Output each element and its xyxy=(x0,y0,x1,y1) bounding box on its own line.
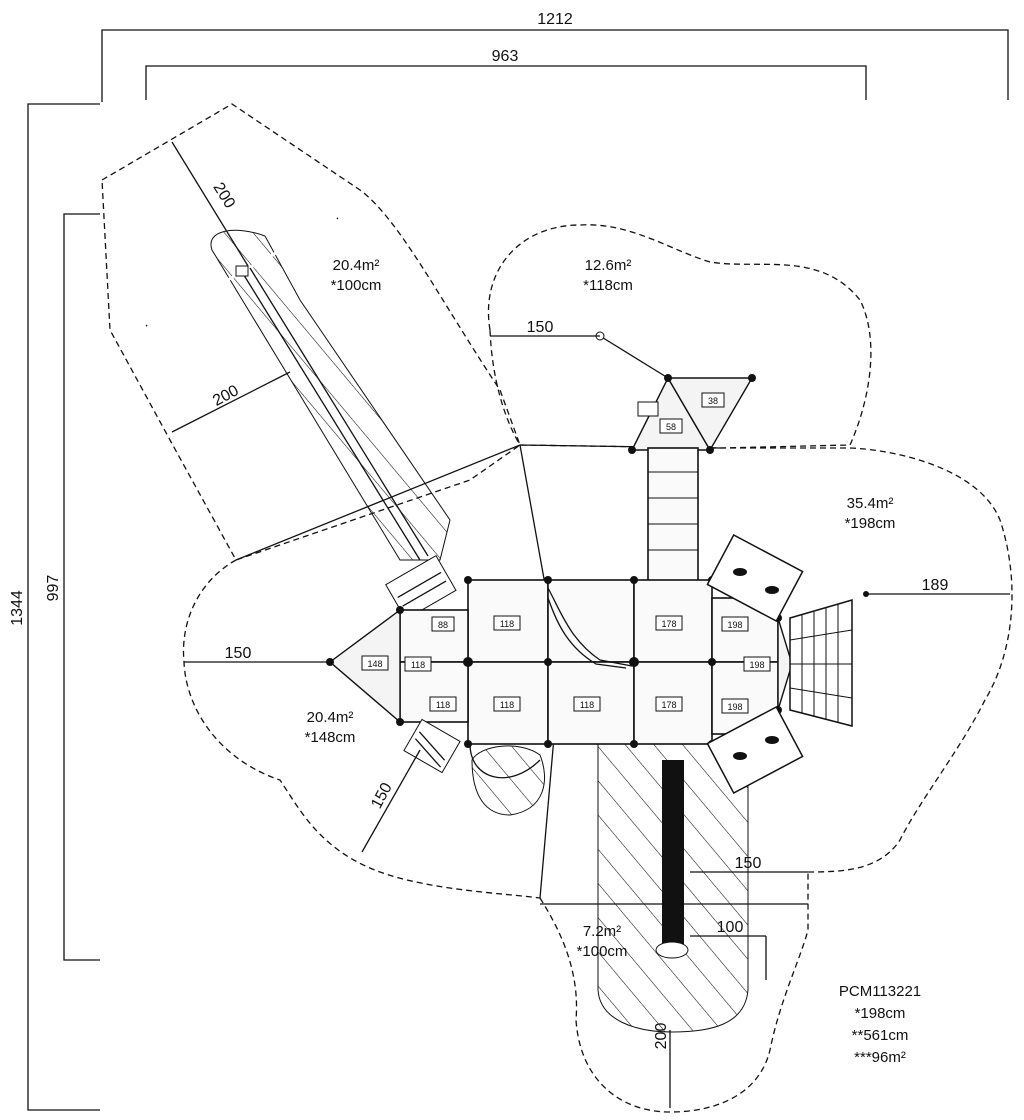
deck-h xyxy=(399,661,469,723)
small-hatch-icon xyxy=(637,401,659,417)
deck-label: 118 xyxy=(500,619,514,629)
climbing-net xyxy=(789,599,853,727)
product-area: ***96m² xyxy=(854,1049,906,1066)
slide-side-label: 150 xyxy=(735,855,762,872)
swing-pivot-icon xyxy=(235,265,249,277)
top-safety-zone xyxy=(487,224,872,449)
lower-panel xyxy=(706,705,804,795)
long-slide xyxy=(655,760,689,1108)
deck-label: 198 xyxy=(749,660,764,670)
deck-label: 148 xyxy=(367,659,382,669)
deck-label: 118 xyxy=(436,700,450,710)
swing-height: *100cm xyxy=(331,277,382,294)
deck-label-box: 118 xyxy=(493,615,521,631)
deck-label-box: 88 xyxy=(431,616,455,632)
dimension-inner-width: 963 xyxy=(145,48,867,100)
product-info: PCM113221 *198cm **561cm ***96m² xyxy=(839,983,921,1066)
slide-area-label: 7.2m² *100cm xyxy=(577,923,628,960)
top-height: *118cm xyxy=(583,277,633,294)
product-height: *198cm xyxy=(855,1005,906,1022)
small-fall-area xyxy=(471,745,546,816)
deck-label: 178 xyxy=(661,619,676,629)
slide-bottom-label: 200 xyxy=(653,1023,670,1050)
right-features xyxy=(706,533,869,795)
bottom-left-offset-label: 150 xyxy=(368,780,396,812)
swing-area: 20.4m² xyxy=(333,257,380,274)
deck-label-box: 178 xyxy=(655,696,683,712)
left-area: 20.4m² xyxy=(307,709,354,726)
swing-width-label: 200 xyxy=(210,382,242,410)
deck-label-box: 198 xyxy=(743,656,771,672)
deck-label-box: 58 xyxy=(659,418,683,434)
deck-label-box: 118 xyxy=(429,696,457,712)
left-offset-label: 150 xyxy=(225,645,252,662)
slide-safety-zone xyxy=(539,872,809,1113)
dimension-outer-width: 1212 xyxy=(101,11,1009,102)
top-right-triangle-deck xyxy=(666,377,754,452)
deck-label-box: 118 xyxy=(573,696,601,712)
deck-label-box: 198 xyxy=(721,616,749,632)
top-area-label: 12.6m² *118cm xyxy=(583,257,633,294)
slide-body xyxy=(662,760,684,950)
deck-label-box: 118 xyxy=(493,696,521,712)
top-offset-label: 150 xyxy=(527,319,554,336)
product-length: **561cm xyxy=(852,1027,909,1044)
deck-label: 198 xyxy=(727,702,742,712)
dimension-outer-height-label: 1344 xyxy=(9,590,26,626)
swing-ladder xyxy=(385,554,457,621)
swing-fall-area xyxy=(210,229,451,561)
slide-area: 7.2m² xyxy=(583,923,621,940)
deck-label: 58 xyxy=(666,422,676,432)
deck-label: 118 xyxy=(500,700,514,710)
slide-end-label: 100 xyxy=(717,919,744,936)
dimension-outer-width-label: 1212 xyxy=(537,11,573,28)
left-stairs xyxy=(403,718,461,774)
left-safety-zone xyxy=(182,559,541,899)
slide-height: *100cm xyxy=(577,943,628,960)
deck-b xyxy=(547,579,635,663)
deck-label: 198 xyxy=(727,620,742,630)
swing-length-label: 200 xyxy=(210,180,239,212)
right-height: *198cm xyxy=(845,515,896,532)
dimension-outer-height: 1344 xyxy=(9,103,100,1111)
deck-label: 88 xyxy=(438,620,448,630)
zone-offset-dims: 150 189 150 150 150 100 200 xyxy=(184,319,1010,1049)
deck-label: 118 xyxy=(580,700,594,710)
dimension-inner-height-label: 997 xyxy=(45,575,62,602)
deck-label-box: 198 xyxy=(721,698,749,714)
deck-label-box: 178 xyxy=(655,615,683,631)
right-triangle-deck xyxy=(777,617,793,711)
upper-panel xyxy=(706,533,804,623)
deck-label: 118 xyxy=(411,660,425,670)
deck-label: 178 xyxy=(661,700,676,710)
left-height: *148cm xyxy=(305,729,356,746)
deck-label: 38 xyxy=(708,396,718,406)
deck-label-box: 118 xyxy=(404,656,432,672)
right-area: 35.4m² xyxy=(847,495,894,512)
dimension-inner-width-label: 963 xyxy=(492,48,519,65)
dimension-inner-height: 997 xyxy=(45,213,100,961)
top-area: 12.6m² xyxy=(585,257,632,274)
left-area-label: 20.4m² *148cm xyxy=(305,709,356,746)
deck-label-box: 148 xyxy=(361,655,389,671)
top-arm xyxy=(595,331,756,583)
swing-area-label: 20.4m² *100cm xyxy=(331,257,382,294)
deck-height-boxes: 38 58 88 118 118 148 118 118 118 118 118… xyxy=(361,392,771,714)
net-offset-label: 189 xyxy=(922,577,949,594)
product-code: PCM113221 xyxy=(839,983,921,1000)
right-area-label: 35.4m² *198cm xyxy=(845,495,896,532)
bridge-deck xyxy=(647,447,699,583)
deck-label-box: 38 xyxy=(701,392,725,408)
right-safety-zone xyxy=(720,447,1013,873)
